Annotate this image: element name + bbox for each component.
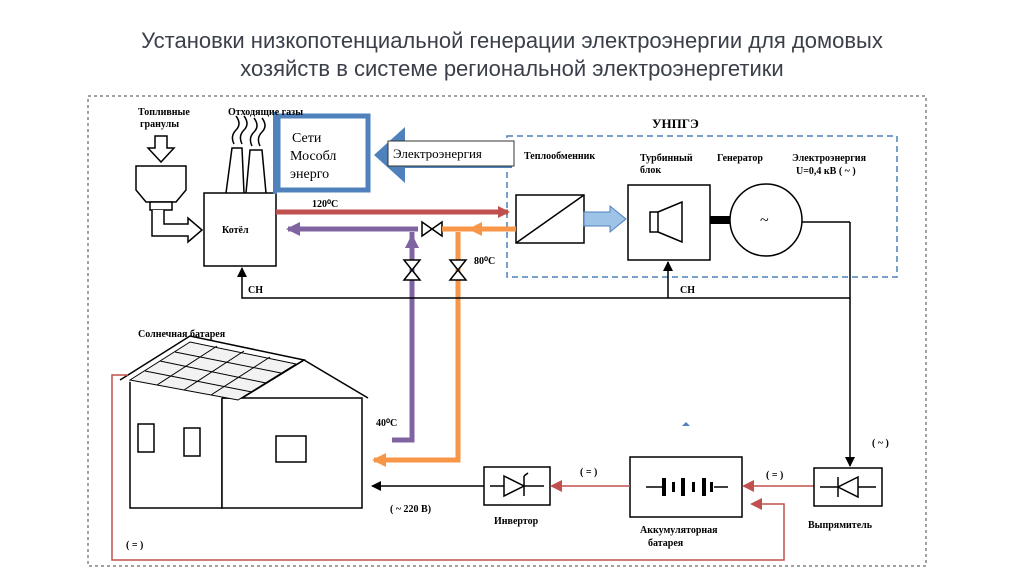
battery-label-1: Аккумуляторная [640,525,718,536]
heat-exchanger [515,194,585,244]
purple-riser [392,232,415,443]
fuel-hopper [135,135,204,244]
valve-purple [402,259,422,281]
rectifier-label: Выпрямитель [808,520,873,531]
valve-top [421,220,443,238]
dc-bottom-label: ( = ) [126,540,143,551]
boiler-box [203,192,277,267]
sn-line [237,222,851,299]
electricity-arrow-label: Электроэнергия [393,146,482,161]
generator-symbol: ~ [760,212,769,229]
solar-label: Солнечная батарея [138,329,226,340]
boiler-label: Котёл [222,225,249,236]
sn-right-label: СН [680,285,695,296]
battery-box [629,456,743,518]
rectifier-box [813,467,883,507]
generator-label: Генератор [717,153,763,164]
dc-right-label: ( = ) [766,470,783,481]
grid-box [275,113,371,193]
generator-circle [729,183,803,257]
chimney [225,115,267,194]
electricity-out-label-2: U=0,4 кВ ( ~ ) [796,166,856,177]
turbine-label-1: Турбинный [640,153,693,164]
solar-panel [128,341,298,401]
exhaust-label: Отходящие газы [228,107,303,118]
dc-mid-label: ( = ) [580,467,597,478]
ac-symbol-label: ( ~ ) [872,438,889,449]
temp-120-label: 120⁰С [312,199,338,210]
temp-40-label: 40⁰С [376,418,397,429]
dc-loop [111,374,785,561]
inverter-label: Инвертор [494,516,539,527]
fuel-label-1: Топливные [138,107,190,118]
valve-orange [448,259,468,281]
inverter-box [483,466,551,506]
battery-label-2: батарея [648,538,684,549]
steam-arrow [583,204,627,234]
orange-riser [380,236,461,463]
turbine-block [627,184,711,261]
electricity-out-label-1: Электроэнергия [792,153,867,164]
fuel-label-2: гранулы [140,119,179,130]
unit-label: УНПГЭ [652,116,699,131]
ac-220-label: ( ~ 220 В) [390,504,431,515]
small-marker [682,422,690,426]
shaft [710,216,730,224]
sn-left-label: СН [248,285,263,296]
temp-80-label: 80⁰С [474,256,495,267]
diagram-title-line2: хозяйств в системе региональной электроэ… [240,56,784,81]
grid-label-2: Мособл [290,149,336,164]
turbine-label-2: блок [640,165,661,176]
diagram-title-line1: Установки низкопотенциальной генерации э… [141,28,883,53]
grid-label-3: энерго [290,167,329,182]
grid-label-1: Сети [292,131,322,146]
heat-exchanger-label: Теплообменник [524,151,595,162]
